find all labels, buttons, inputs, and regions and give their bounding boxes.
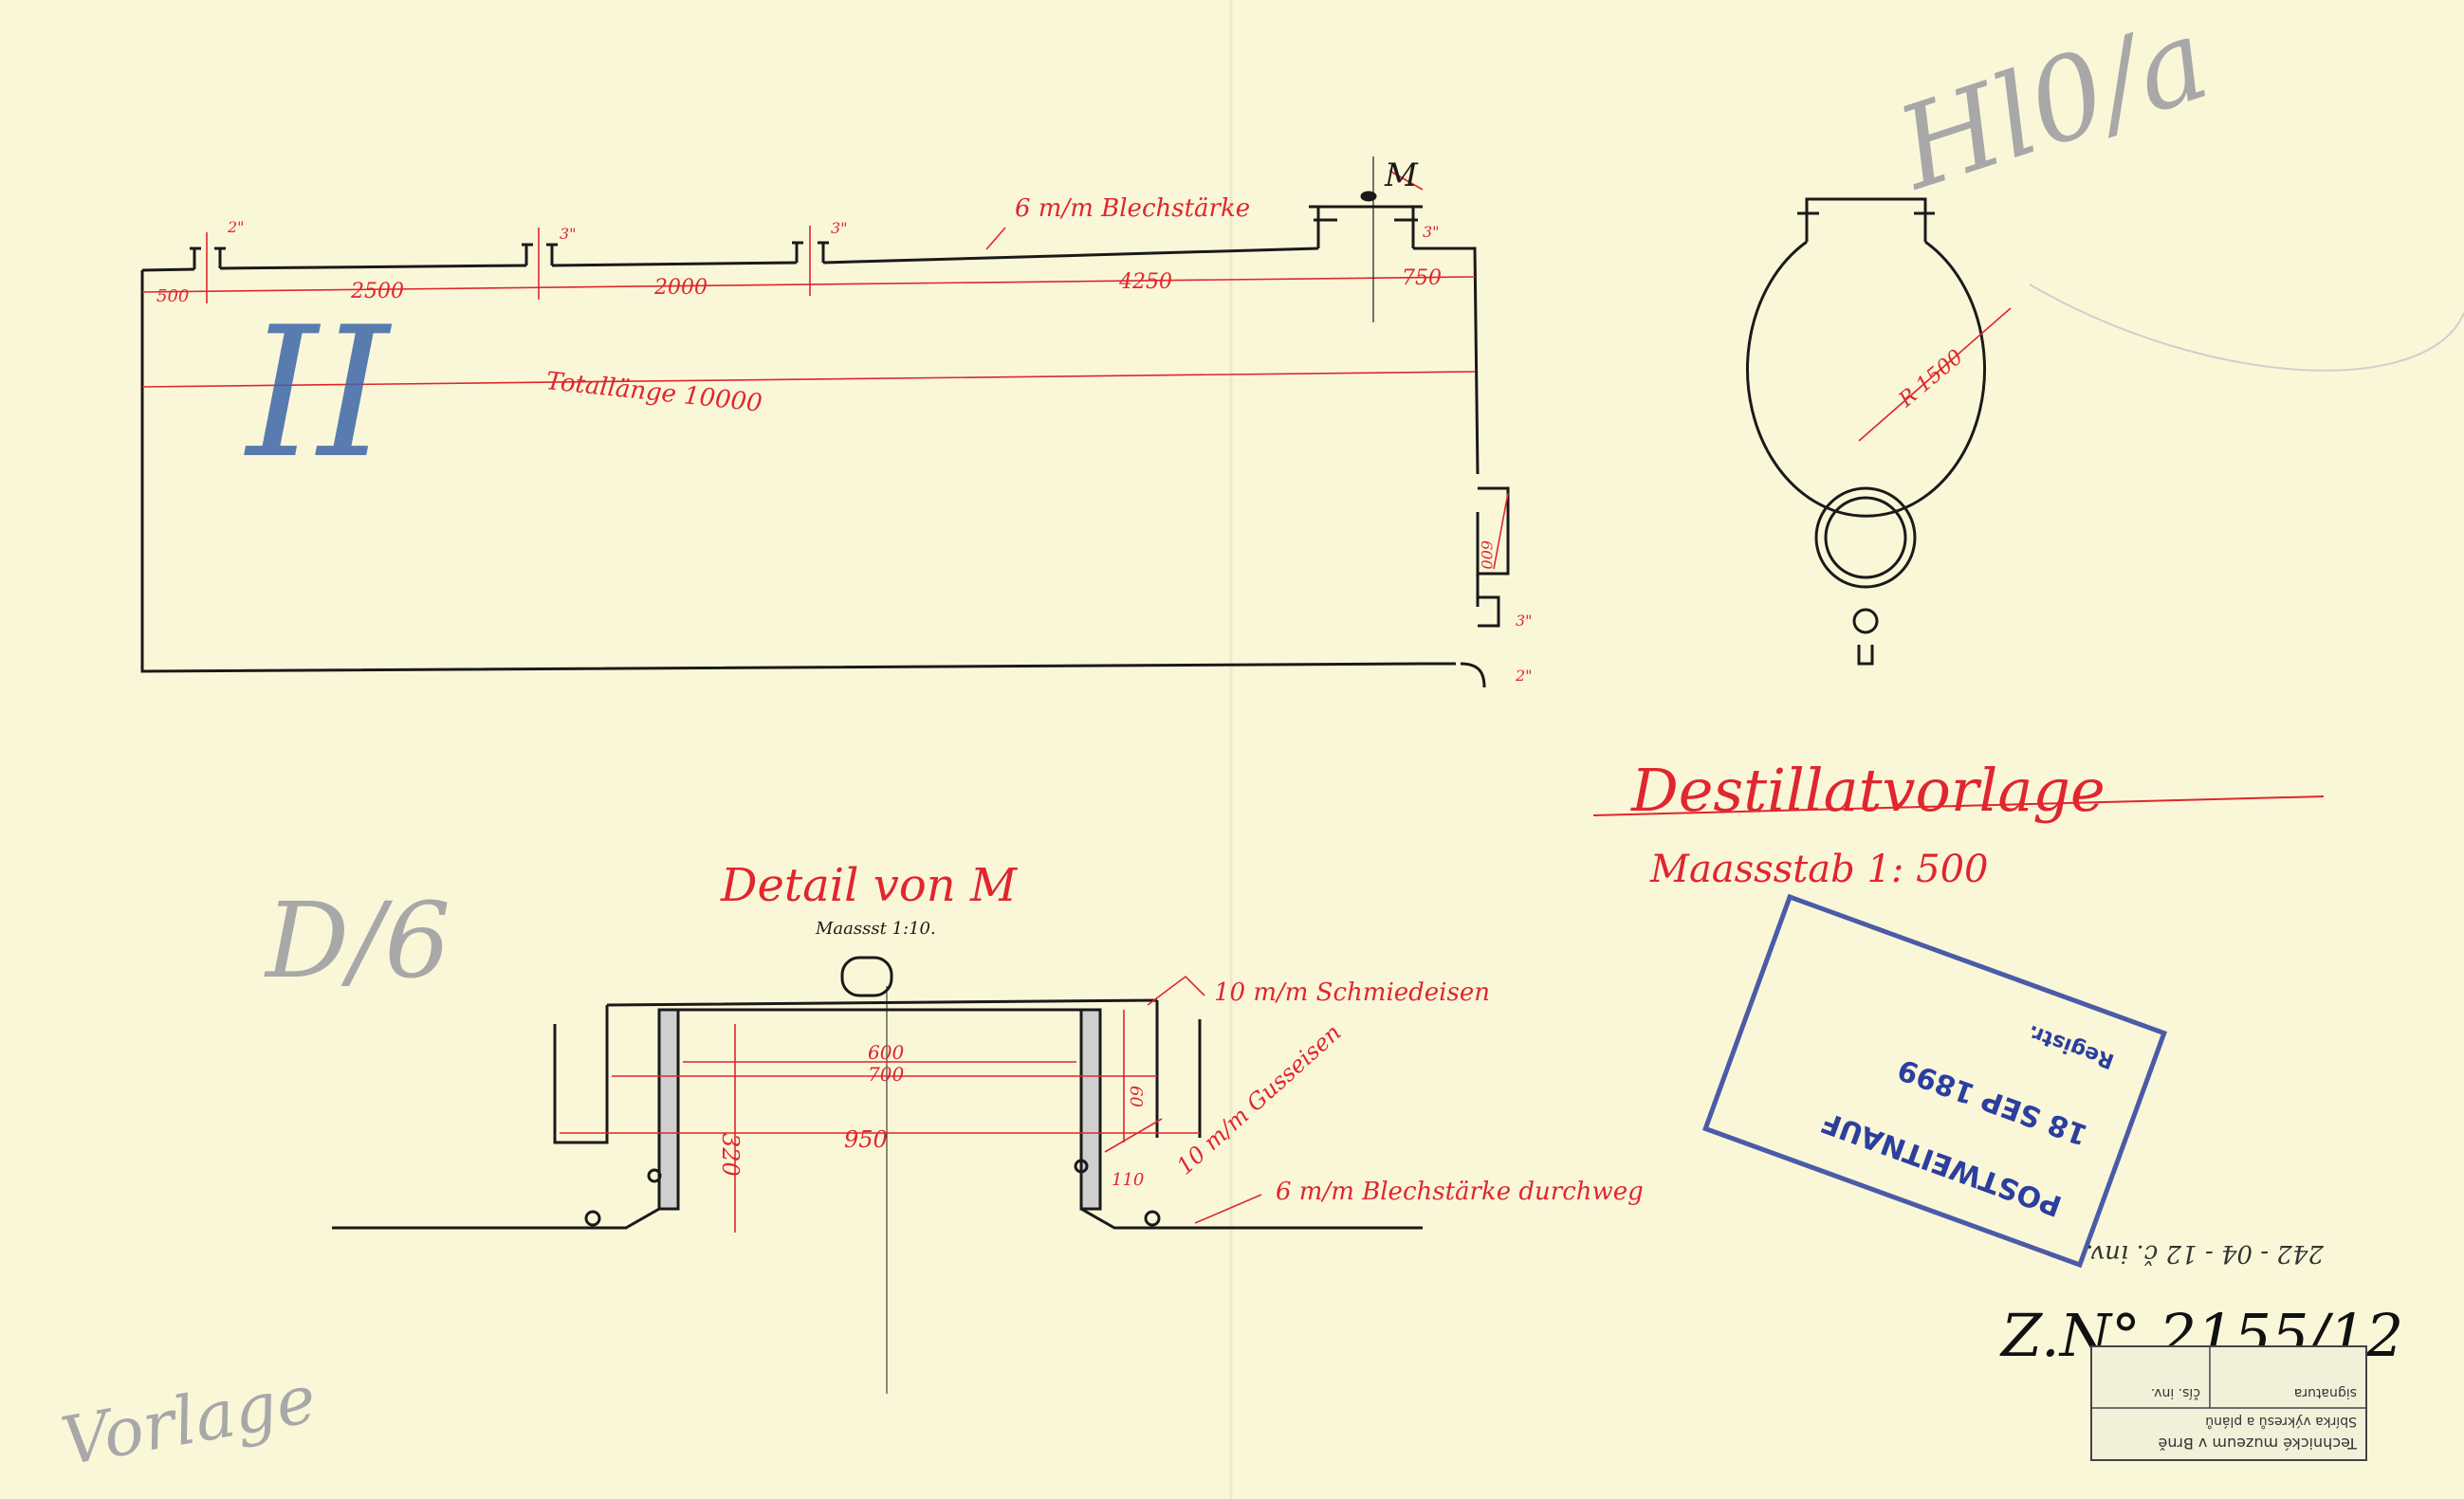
side-nozzle-600 bbox=[1478, 486, 1510, 576]
drawing-title: Destillatvorlage bbox=[1630, 756, 2105, 825]
nozzle-3 bbox=[792, 241, 829, 263]
sheet-thickness-note: 6 m/m Blechstärke bbox=[1015, 194, 1250, 223]
tank-end-wall bbox=[1413, 247, 1480, 475]
detail-dim-110: 110 bbox=[1112, 1170, 1144, 1190]
tank-outline-top-b bbox=[219, 264, 527, 270]
end-view-manhole-outer bbox=[1814, 486, 1917, 589]
detail-cover-handle bbox=[840, 956, 893, 997]
end-view-outlet bbox=[1857, 645, 1874, 666]
note-schmiedeisen: 10 m/m Schmiedeisen bbox=[1214, 978, 1490, 1007]
tank-outline-bottom bbox=[140, 270, 1456, 673]
detail-cover bbox=[553, 998, 1202, 1144]
museum-label-signature: signatura bbox=[2294, 1385, 2357, 1400]
museum-label: Technické muzeum v Brně Sbírka výkresů a… bbox=[2090, 1345, 2367, 1461]
leader-manhole bbox=[1388, 170, 1424, 191]
leader-schmiedeisen bbox=[1147, 975, 1205, 1006]
detail-rivet-2 bbox=[1074, 1159, 1089, 1174]
museum-label-box bbox=[2090, 1345, 2367, 1461]
side-dim-3in: 3" bbox=[1516, 612, 1533, 630]
tank-end-view bbox=[1746, 197, 1986, 666]
detail-rivet-3 bbox=[584, 1210, 601, 1227]
dim-line-top bbox=[141, 276, 1476, 293]
detail-left-ring bbox=[657, 1008, 680, 1211]
museum-label-name: Technické muzeum v Brně bbox=[2159, 1435, 2358, 1453]
total-length-label: Totallänge 10000 bbox=[544, 367, 763, 418]
nozzle-size-1: 2" bbox=[227, 218, 245, 236]
end-view-drain bbox=[1852, 608, 1879, 634]
detail-section bbox=[332, 956, 1423, 1230]
pencil-arc bbox=[2029, 283, 2464, 372]
nozzle-size-2: 3" bbox=[560, 225, 577, 243]
detail-title: Detail von M bbox=[720, 859, 1019, 912]
detail-dim-60: 60 bbox=[1126, 1086, 1146, 1107]
tank-outline-top-c bbox=[551, 261, 798, 267]
dim-500: 500 bbox=[156, 286, 189, 306]
end-view-shell bbox=[1746, 240, 1986, 518]
side-dim-2in: 2" bbox=[1515, 667, 1533, 685]
pencil-mark-bottom-left: Vorlage bbox=[56, 1360, 322, 1481]
nozzle-2 bbox=[522, 243, 558, 265]
drawing-scale: Maassstab 1: 500 bbox=[1649, 848, 1988, 891]
detail-marker-m: M bbox=[1384, 156, 1419, 194]
blue-roman-numeral: II bbox=[244, 288, 393, 498]
bottom-outlet-2in bbox=[1460, 662, 1486, 688]
tank-outline-top-d bbox=[822, 247, 1319, 265]
leader-blech bbox=[1194, 1194, 1262, 1224]
end-view-nozzle bbox=[1805, 197, 1927, 242]
note-blechstaerke: 6 m/m Blechstärke durchweg bbox=[1276, 1178, 1644, 1206]
detail-scale: Maassst 1:10. bbox=[815, 919, 936, 939]
leader-gusseisen bbox=[1104, 1118, 1163, 1153]
stamp-line-3: Registr. bbox=[2025, 1019, 2118, 1072]
stamp-border bbox=[1701, 893, 2168, 1269]
museum-label-sub: Sbírka výkresů a plánů bbox=[2205, 1414, 2357, 1429]
detail-right-ring bbox=[1079, 1008, 1102, 1211]
nozzle-1 bbox=[190, 247, 226, 269]
mirrored-inventory-code: 242 - 04 - 12 č. inv. bbox=[2086, 1239, 2325, 1268]
museum-label-inv: čís. inv. bbox=[2151, 1385, 2200, 1400]
dim-2000: 2000 bbox=[653, 276, 708, 300]
dim-2500: 2500 bbox=[350, 280, 404, 303]
note-gusseisen: 10 m/m Gusseisen bbox=[1171, 1019, 1346, 1180]
manhole-nozzle bbox=[1309, 205, 1423, 248]
tank-outline-top-a bbox=[141, 267, 195, 272]
radius-line bbox=[1858, 307, 2012, 442]
leader-sheet-note bbox=[985, 227, 1006, 250]
dim-side-600 bbox=[1493, 492, 1509, 570]
title-underline bbox=[1592, 795, 2325, 816]
main-dimension-lines bbox=[141, 156, 1509, 570]
side-nozzle-3in bbox=[1478, 595, 1500, 628]
tank-side-view bbox=[140, 191, 1510, 688]
pencil-mark-top-right: Hl0/a bbox=[1882, 0, 2223, 216]
end-view-manhole-inner bbox=[1824, 496, 1907, 579]
dim-750: 750 bbox=[1402, 266, 1442, 290]
manhole-handle bbox=[1360, 191, 1377, 202]
detail-rivet-4 bbox=[1144, 1210, 1161, 1227]
nozzle-size-4: 3" bbox=[1423, 223, 1440, 241]
nozzle-size-3: 3" bbox=[831, 219, 848, 237]
side-dim-600: 600 bbox=[1478, 540, 1496, 570]
dim-line-total bbox=[141, 371, 1476, 388]
detail-dim-600: 600 bbox=[868, 1041, 904, 1064]
postal-stamp: POSTWEITNAUF 18 SEP 1899 Registr. bbox=[1701, 893, 2168, 1269]
detail-dimension-lines bbox=[560, 975, 1262, 1233]
detail-shell bbox=[332, 1008, 1423, 1230]
detail-dim-320: 320 bbox=[717, 1133, 744, 1177]
radius-label: R 1500 bbox=[1894, 345, 1968, 412]
dim-4250: 4250 bbox=[1118, 270, 1172, 294]
pencil-mark-left: D/6 bbox=[264, 880, 451, 1001]
detail-dim-700: 700 bbox=[868, 1063, 904, 1086]
detail-rivet-1 bbox=[647, 1168, 662, 1183]
detail-dim-950: 950 bbox=[844, 1126, 888, 1153]
stamp-line-2: 18 SEP 1899 bbox=[1893, 1051, 2092, 1151]
